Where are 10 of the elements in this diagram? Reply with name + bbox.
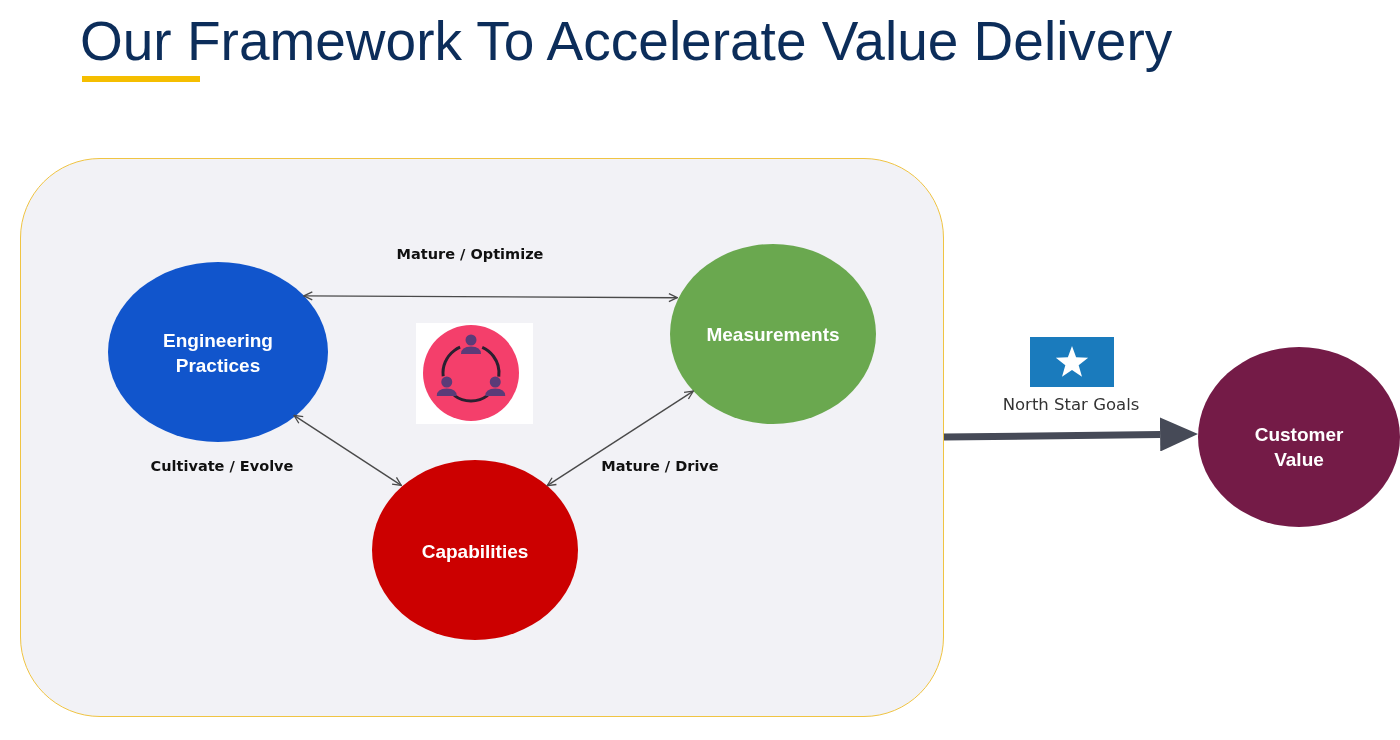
node-label: Capabilities [421,539,529,564]
node-label: Engineering Practices [162,329,274,378]
double-arrow [303,291,678,303]
node-label: Measurements [706,322,840,347]
node-label: Customer Value [1253,423,1345,472]
diagram-title: Our Framework To Accelerate Value Delivery [80,9,1173,73]
framework-panel [20,158,944,717]
thick-arrow [943,417,1199,452]
double-arrow [546,390,694,487]
double-arrow [293,414,402,486]
